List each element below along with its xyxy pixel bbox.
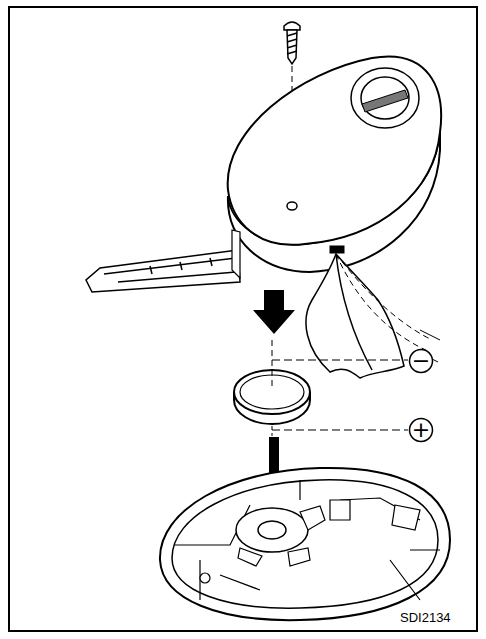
- coin-battery: [234, 370, 310, 424]
- circle-outline: [410, 419, 433, 442]
- fob-case: [160, 468, 450, 620]
- screw: [284, 22, 300, 64]
- polarity-sign: +: [412, 419, 430, 441]
- leader-line: [272, 430, 408, 431]
- guide-line: [272, 426, 273, 436]
- circle-outline: [410, 350, 433, 373]
- polarity-symbol: −: [408, 348, 434, 374]
- cloth: [306, 254, 440, 378]
- polarity-symbol: +: [408, 417, 434, 443]
- key-fob: [228, 56, 441, 278]
- down-arrow: [253, 290, 295, 334]
- leader-line: [272, 360, 408, 361]
- key-blade: [86, 250, 240, 292]
- polarity-sign: −: [412, 350, 430, 372]
- figure-code: SDI2134: [400, 610, 451, 625]
- frame: [9, 7, 477, 631]
- guide-line: [272, 340, 273, 390]
